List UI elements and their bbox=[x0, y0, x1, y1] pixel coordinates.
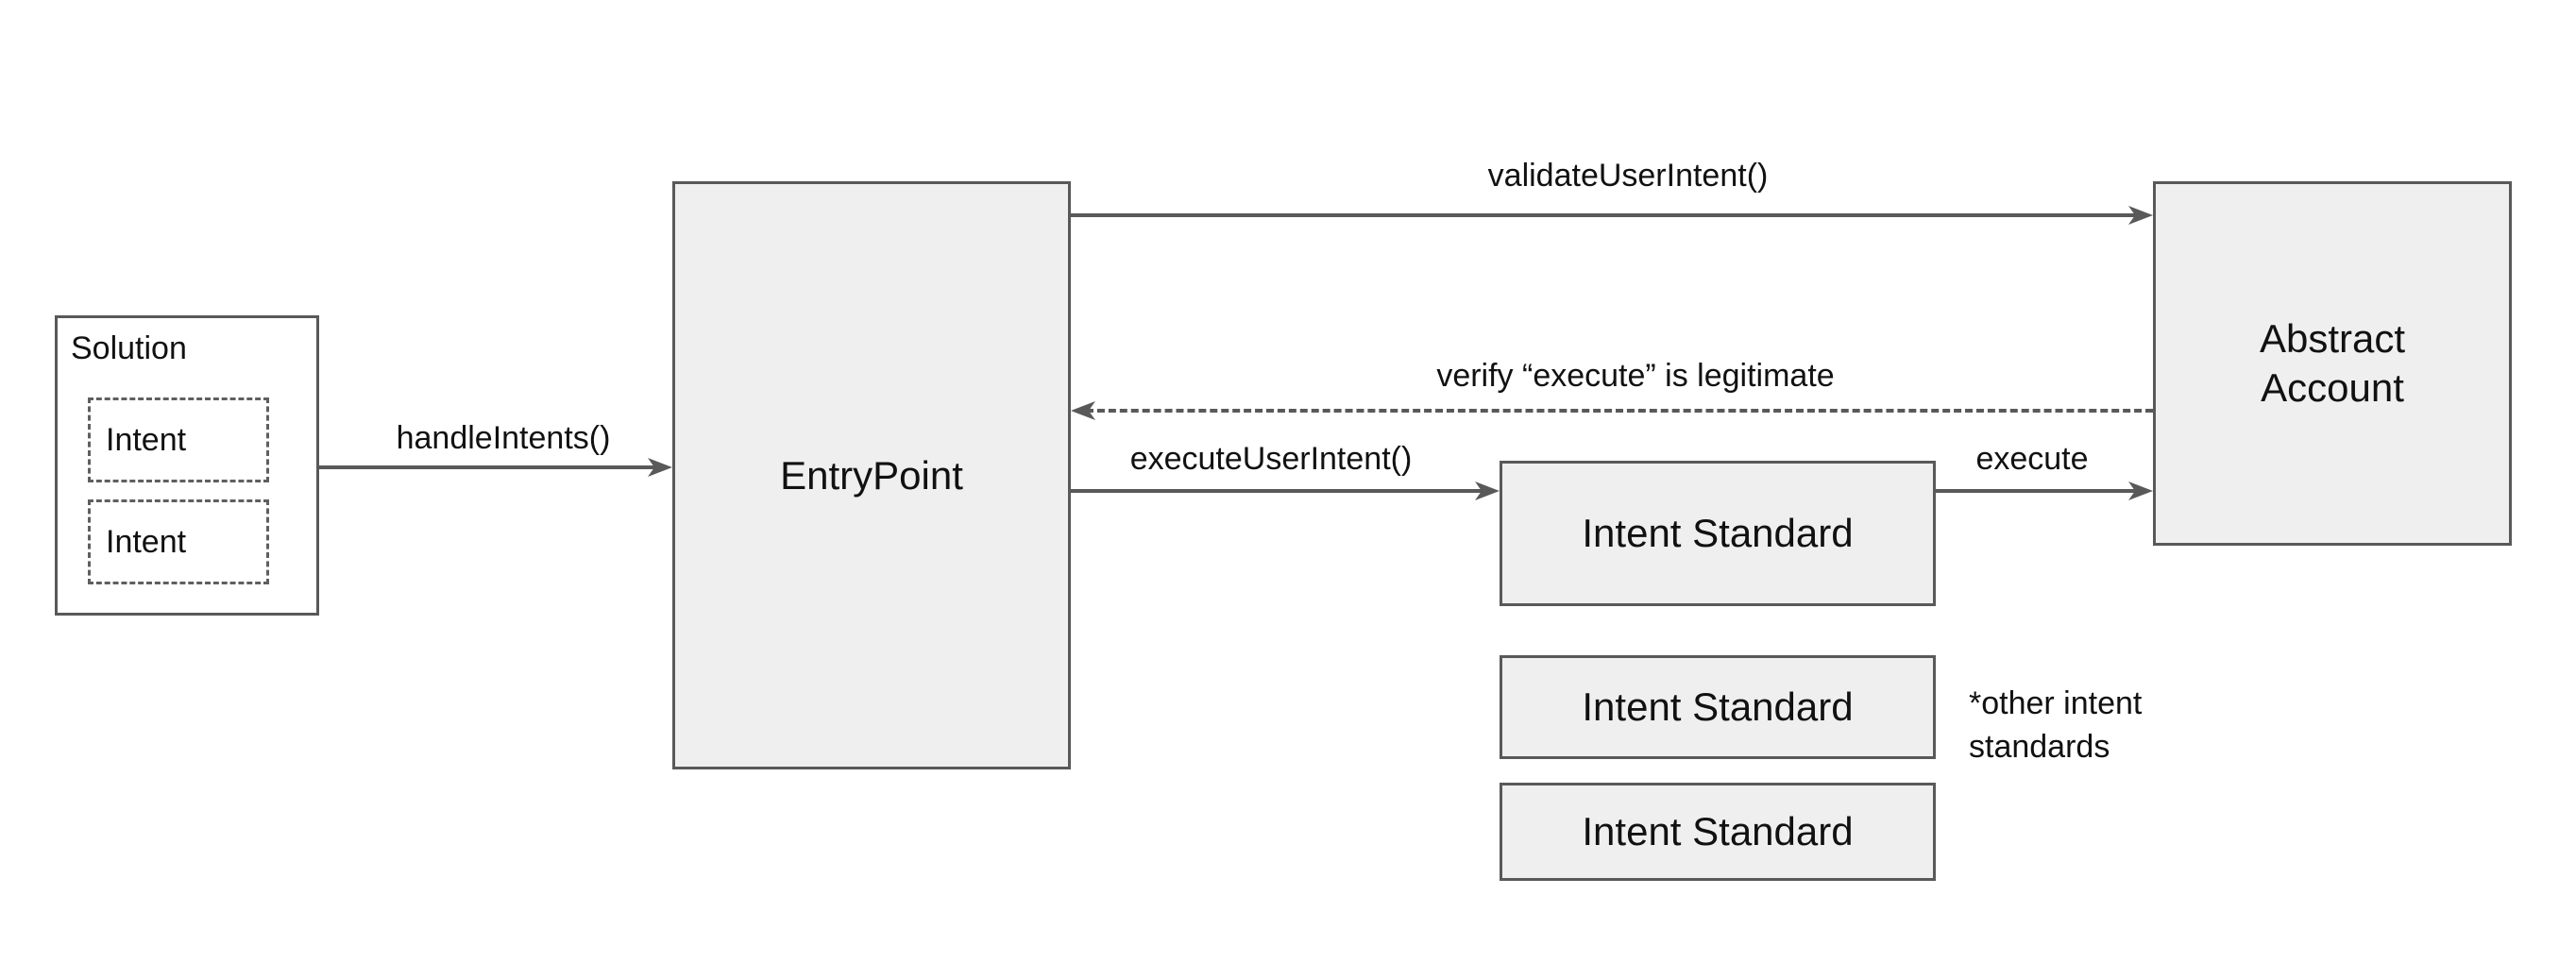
intent-standard-label-1: Intent Standard bbox=[1582, 511, 1854, 555]
intent-standard-label-3: Intent Standard bbox=[1582, 809, 1854, 853]
validate-user-intent-arrow-label: validateUserIntent() bbox=[1487, 158, 1769, 194]
entrypoint-box: EntryPoint bbox=[672, 181, 1071, 769]
handle-intents-arrow-line bbox=[319, 465, 661, 469]
intent-label-2: Intent bbox=[106, 524, 187, 560]
solution-label: Solution bbox=[71, 330, 187, 366]
execute-user-intent-arrow-line bbox=[1071, 489, 1483, 493]
intent-standard-box-3: Intent Standard bbox=[1500, 783, 1936, 881]
solution-box: Solution Intent Intent bbox=[55, 315, 319, 616]
verify-execute-arrow-line bbox=[1086, 409, 2153, 413]
intent-box-1: Intent bbox=[88, 397, 269, 482]
intent-label-1: Intent bbox=[106, 422, 187, 458]
execute-arrow-label: execute bbox=[1975, 441, 2089, 477]
abstract-account-label: Abstract Account bbox=[2259, 316, 2406, 410]
abstract-account-box: Abstract Account bbox=[2153, 181, 2512, 546]
intent-standard-box-1: Intent Standard bbox=[1500, 461, 1936, 606]
validate-user-intent-arrow-line bbox=[1071, 213, 2136, 217]
intent-standard-label-2: Intent Standard bbox=[1582, 684, 1854, 729]
execute-user-intent-arrowhead bbox=[1475, 482, 1500, 500]
entrypoint-label: EntryPoint bbox=[780, 452, 963, 498]
execute-user-intent-arrow-label: executeUserIntent() bbox=[1129, 441, 1413, 477]
intent-box-2: Intent bbox=[88, 499, 269, 584]
handle-intents-arrow-label: handleIntents() bbox=[396, 420, 611, 456]
execute-arrowhead bbox=[2128, 482, 2153, 500]
verify-execute-arrowhead bbox=[1071, 401, 1095, 420]
other-standards-note: *other intent standards bbox=[1969, 685, 2143, 765]
handle-intents-arrowhead bbox=[648, 458, 672, 477]
execute-arrow-line bbox=[1936, 489, 2136, 493]
verify-execute-arrow-label: verify “execute” is legitimate bbox=[1436, 358, 1835, 394]
intent-standard-box-2: Intent Standard bbox=[1500, 655, 1936, 759]
validate-user-intent-arrowhead bbox=[2128, 206, 2153, 225]
